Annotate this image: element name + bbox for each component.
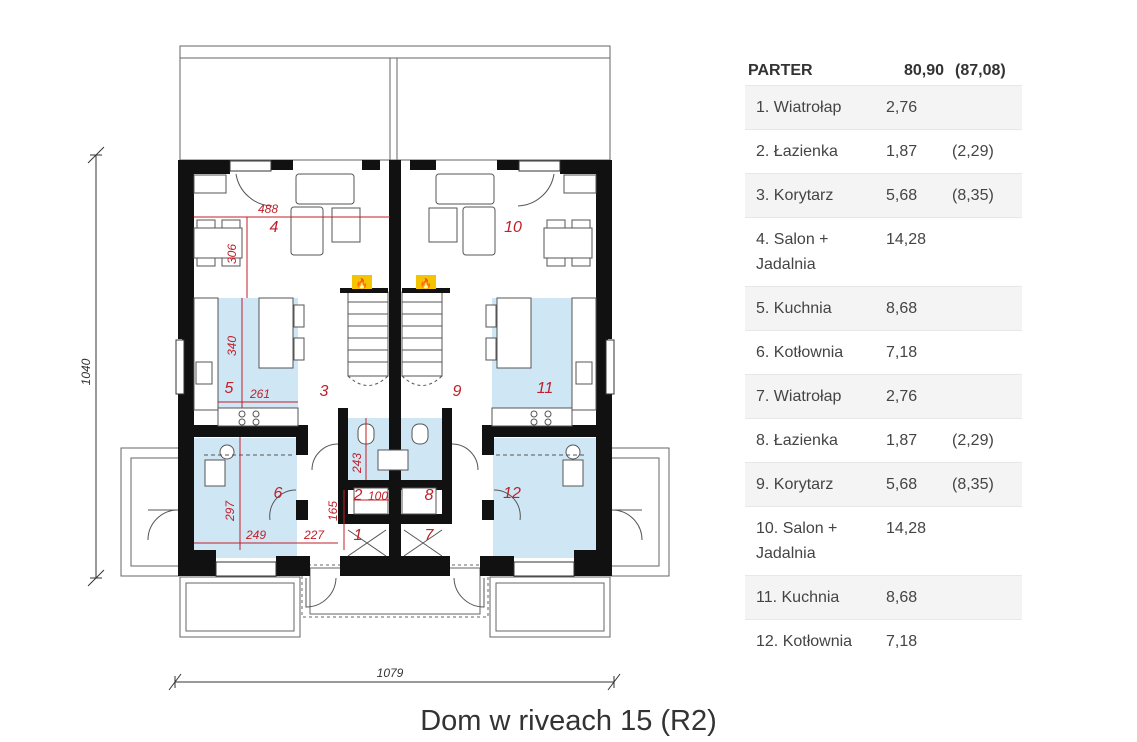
dimension-lines (194, 216, 390, 550)
room-number-6: 6 (274, 485, 283, 502)
room-area: 2,76 (882, 374, 952, 419)
room-area: 14,28 (882, 506, 952, 576)
room-gross-area (952, 506, 1022, 576)
room-gross-area (952, 286, 1022, 331)
total-height-label: 1040 (79, 358, 93, 385)
room-name: 6. Kotłownia (745, 330, 882, 375)
room-name: 2. Łazienka (745, 129, 882, 174)
room-area: 5,68 (882, 173, 952, 218)
external-dimensions (87, 146, 621, 691)
terrace-outline (179, 45, 611, 161)
room-gross-area (952, 374, 1022, 419)
room-area: 1,87 (882, 418, 952, 463)
room-name: 12. Kotłownia (745, 619, 882, 663)
dimension-label: 249 (245, 528, 266, 542)
room-name: 4. Salon + Jadalnia (745, 217, 882, 287)
room-gross-area (952, 330, 1022, 375)
dimension-label: 306 (225, 244, 239, 264)
doors (147, 173, 643, 608)
total-area: 80,90 (903, 62, 944, 79)
room-area: 8,68 (882, 575, 952, 620)
dimension-label: 261 (249, 387, 270, 401)
svg-text:🔥: 🔥 (356, 277, 368, 290)
room-area: 1,87 (882, 129, 952, 174)
room-number-5: 5 (225, 380, 234, 397)
room-area: 7,18 (882, 619, 952, 663)
room-gross-area (952, 85, 1022, 130)
area-table: PARTER 80,90 (87,08) 1. Wiatrołap 2,76 2… (745, 56, 1022, 663)
walls (178, 160, 612, 576)
room-number-8: 8 (425, 487, 434, 504)
total-gross-area: (87,08) (955, 62, 1006, 79)
dimension-numbers: 488 306 340 261 297 249 227 165 243 100 … (79, 202, 404, 680)
table-row: 8. Łazienka 1,87 (2,29) (745, 418, 1022, 463)
table-row: 10. Salon + Jadalnia 14,28 (745, 506, 1022, 576)
table-row: 12. Kotłownia 7,18 (745, 619, 1022, 663)
plan-caption: Dom w riveach 15 (R2) (420, 705, 717, 737)
fireplaces: 🔥 🔥 (340, 275, 450, 293)
room-number-9: 9 (453, 383, 462, 400)
room-number-7: 7 (425, 527, 435, 544)
table-row: 5. Kuchnia 8,68 (745, 286, 1022, 331)
room-number-11: 11 (537, 380, 554, 397)
dimension-label: 488 (258, 202, 278, 216)
table-row: 2. Łazienka 1,87 (2,29) (745, 129, 1022, 174)
furniture-right (428, 173, 597, 487)
room-number-12: 12 (503, 485, 521, 502)
room-number-2: 2 (353, 487, 363, 504)
furniture-left (193, 173, 361, 487)
room-area: 2,76 (882, 85, 952, 130)
room-area: 5,68 (882, 462, 952, 507)
total-width-label: 1079 (377, 666, 404, 680)
table-row: 7. Wiatrołap 2,76 (745, 374, 1022, 419)
room-gross-area (952, 575, 1022, 620)
table-row: 1. Wiatrołap 2,76 (745, 85, 1022, 130)
room-name: 9. Korytarz (745, 462, 882, 507)
room-name: 10. Salon + Jadalnia (745, 506, 882, 576)
room-number-3: 3 (320, 383, 329, 400)
dimension-label: 165 (326, 501, 340, 521)
windows (175, 160, 615, 577)
room-gross-area: (2,29) (952, 129, 1022, 174)
room-name: 5. Kuchnia (745, 286, 882, 331)
table-row: 4. Salon + Jadalnia 14,28 (745, 217, 1022, 287)
room-area: 7,18 (882, 330, 952, 375)
dimension-label: 100 (368, 489, 388, 503)
room-gross-area: (8,35) (952, 462, 1022, 507)
room-number-4: 4 (270, 219, 279, 236)
room-numbers: 1 2 3 4 5 6 7 8 9 10 11 12 (225, 219, 554, 544)
room-number-10: 10 (504, 219, 522, 236)
table-header-row: PARTER 80,90 (87,08) (745, 56, 1022, 86)
room-name: 8. Łazienka (745, 418, 882, 463)
room-gross-area: (2,29) (952, 418, 1022, 463)
room-gross-area (952, 217, 1022, 287)
dimension-label: 243 (350, 453, 364, 474)
room-area: 14,28 (882, 217, 952, 287)
room-name: 11. Kuchnia (745, 575, 882, 620)
dimension-label: 297 (223, 500, 237, 522)
room-name: 7. Wiatrołap (745, 374, 882, 419)
room-gross-area: (8,35) (952, 173, 1022, 218)
room-gross-area (952, 619, 1022, 663)
room-number-1: 1 (354, 527, 363, 544)
table-row: 6. Kotłownia 7,18 (745, 330, 1022, 375)
floor-name: PARTER (748, 62, 813, 79)
room-name: 3. Korytarz (745, 173, 882, 218)
svg-text:🔥: 🔥 (420, 277, 432, 290)
table-row: 11. Kuchnia 8,68 (745, 575, 1022, 620)
dimension-label: 340 (225, 336, 239, 356)
floor-plan-drawing: 🔥 🔥 (79, 45, 670, 691)
room-area: 8,68 (882, 286, 952, 331)
table-row: 3. Korytarz 5,68 (8,35) (745, 173, 1022, 218)
table-row: 9. Korytarz 5,68 (8,35) (745, 462, 1022, 507)
dimension-label: 227 (303, 528, 325, 542)
room-name: 1. Wiatrołap (745, 85, 882, 130)
